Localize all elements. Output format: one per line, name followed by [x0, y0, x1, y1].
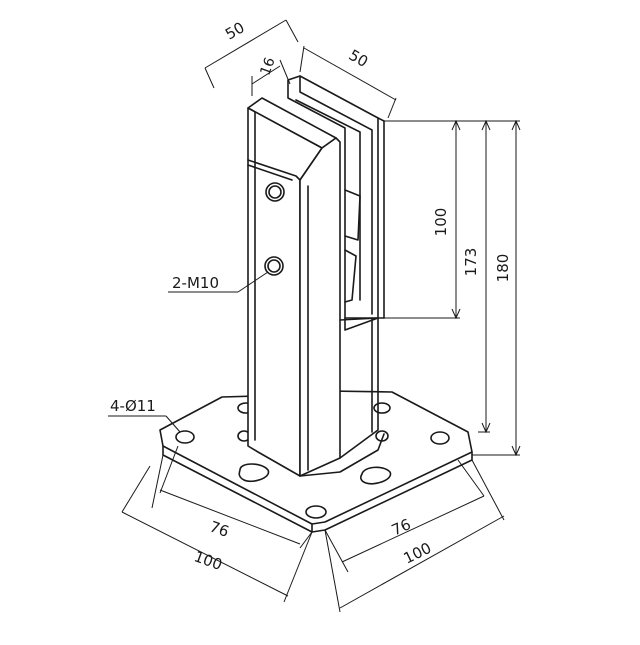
dim-verticals: 100 173 180 [384, 119, 521, 457]
post-side-face [299, 137, 341, 477]
base-plate-edge [162, 445, 473, 533]
dim-total-height-label: 180 [494, 254, 512, 283]
dim-glass-slot-label: 16 [258, 55, 279, 77]
dim-base-width-left-label: 100 [192, 547, 225, 574]
dim-base-spacing-right-label: 76 [389, 515, 414, 539]
base-hole-right [430, 431, 450, 445]
callout-base-holes-label: 4-Ø11 [110, 397, 156, 415]
dim-base-width-right-label: 100 [401, 539, 435, 568]
base-hole-left [175, 430, 195, 444]
callout-threaded-holes: 2-M10 [168, 271, 269, 293]
threaded-hole-upper [265, 182, 285, 202]
dim-base-spacing-left-label: 76 [207, 517, 231, 540]
dim-base-left: 76 100 [121, 445, 313, 603]
base-hole-front [305, 505, 327, 519]
callout-threaded-holes-label: 2-M10 [172, 274, 219, 292]
base-slot-left [238, 463, 270, 483]
dim-post-height-label: 173 [462, 248, 480, 277]
dim-glass-slot: 16 [251, 55, 291, 96]
threaded-hole-lower [264, 256, 284, 276]
base-slot-right [360, 466, 392, 485]
post-body [247, 97, 385, 477]
dim-top-width-label: 50 [222, 18, 248, 43]
callout-base-holes: 4-Ø11 [108, 397, 181, 433]
dim-depth-label: 50 [346, 46, 372, 71]
dim-clamp-height-label: 100 [432, 208, 450, 237]
